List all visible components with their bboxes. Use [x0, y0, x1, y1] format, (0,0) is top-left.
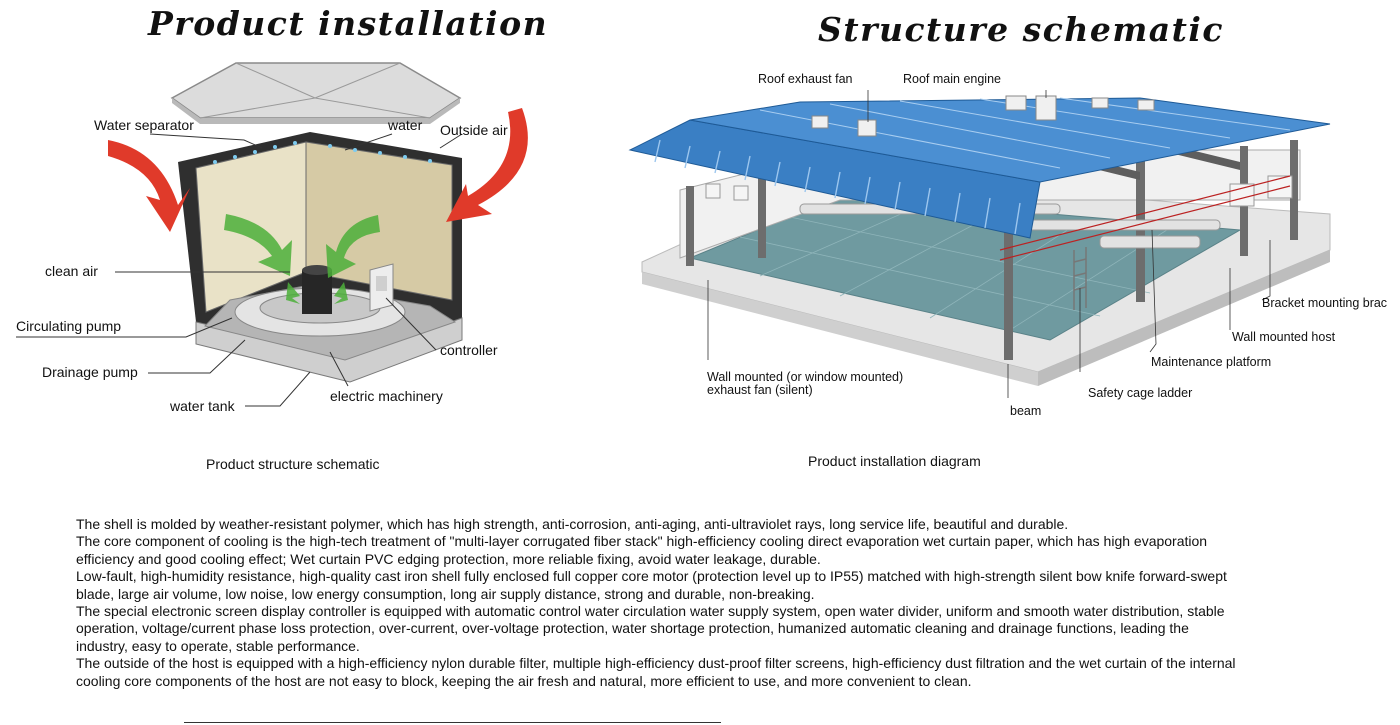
- description-paragraph: The special electronic screen display co…: [76, 603, 1225, 654]
- label-electric-machinery: electric machinery: [330, 388, 443, 404]
- label-circulating-pump: Circulating pump: [16, 318, 122, 334]
- label-wall-mounted-fan-2: exhaust fan (silent): [707, 383, 813, 397]
- product-description: The shell is molded by weather-resistant…: [76, 516, 1236, 690]
- description-paragraph: The shell is molded by weather-resistant…: [76, 516, 1069, 532]
- bottom-divider: [184, 722, 721, 723]
- label-wall-mounted-host: Wall mounted host: [1232, 330, 1336, 344]
- label-beam: beam: [1010, 404, 1042, 418]
- right-leader-lines: [707, 90, 1271, 398]
- label-safety-cage-ladder: Safety cage ladder: [1088, 386, 1193, 400]
- label-controller: controller: [440, 342, 498, 358]
- label-clean-air: clean air: [45, 263, 98, 279]
- label-roof-exhaust-fan: Roof exhaust fan: [758, 72, 853, 86]
- product-installation-title: Product installation: [148, 4, 549, 43]
- label-water-tank: water tank: [170, 398, 235, 414]
- label-drainage-pump: Drainage pump: [42, 364, 138, 380]
- label-bracket-mounting: Bracket mounting brac: [1262, 296, 1388, 310]
- right-caption: Product installation diagram: [808, 453, 981, 469]
- label-water-separator: Water separator: [94, 117, 194, 133]
- label-water: water: [388, 117, 423, 133]
- left-leader-lines: [16, 133, 463, 407]
- description-paragraph: The core component of cooling is the hig…: [76, 533, 1208, 567]
- description-paragraph: Low-fault, high-humidity resistance, hig…: [76, 568, 1227, 602]
- label-maintenance-platform: Maintenance platform: [1151, 355, 1272, 369]
- description-paragraph: The outside of the host is equipped with…: [76, 655, 1236, 689]
- label-wall-mounted-fan-1: Wall mounted (or window mounted): [707, 370, 904, 384]
- label-outside-air: Outside air: [440, 122, 508, 138]
- left-caption: Product structure schematic: [206, 456, 380, 472]
- structure-schematic-title: Structure schematic: [818, 10, 1224, 49]
- air-cooler-cutaway: [108, 62, 528, 383]
- building-structure-illustration: [628, 95, 1331, 386]
- label-roof-main-engine: Roof main engine: [903, 72, 1001, 86]
